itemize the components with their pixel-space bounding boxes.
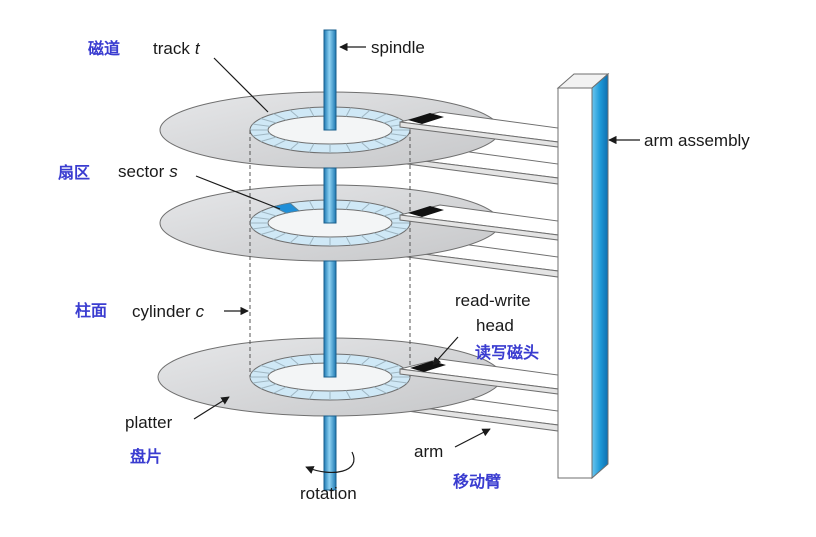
- platter-label-zh: 盘片: [130, 447, 162, 466]
- arm-assembly-label: arm assembly: [644, 131, 750, 150]
- track-segment-divider: [308, 390, 315, 400]
- track-segment-divider: [373, 206, 387, 214]
- track-segment-divider: [308, 236, 315, 246]
- track-segment-divider: [289, 141, 300, 151]
- track-segment-divider: [273, 139, 287, 147]
- track-segment-divider: [345, 143, 352, 153]
- track-segment-divider: [273, 232, 287, 240]
- track-segment-divider: [345, 107, 352, 117]
- track-segment-divider: [273, 386, 287, 394]
- track-segment-divider: [373, 232, 387, 240]
- track-segment-divider: [252, 216, 271, 220]
- spindle-segment: [323, 415, 337, 491]
- track-segment-divider: [360, 141, 371, 151]
- arm-upper-top: [399, 111, 559, 148]
- spindle-segment: [323, 260, 337, 378]
- track-segments: [250, 354, 410, 400]
- track-segment-divider: [389, 380, 408, 384]
- read-write-head-top: [408, 113, 444, 124]
- track-segment-divider: [383, 118, 400, 124]
- spindle-label: spindle: [371, 38, 425, 57]
- spindle-segment: [323, 167, 337, 224]
- track-segment-divider: [260, 365, 277, 371]
- track-segment-divider: [345, 390, 352, 400]
- track-segment-divider: [360, 109, 371, 119]
- track-label-zh: 磁道: [88, 39, 120, 58]
- track-segment-divider: [308, 143, 315, 153]
- spindle: [323, 29, 337, 491]
- track-segment-divider: [289, 388, 300, 398]
- track-segment-divider: [373, 360, 387, 368]
- track-segment-divider: [373, 113, 387, 121]
- track-segment-divider: [273, 113, 287, 121]
- head-label: head: [476, 316, 514, 335]
- rotation-label: rotation: [300, 484, 357, 503]
- track-segment-divider: [389, 133, 408, 137]
- upper-arms: [399, 111, 559, 395]
- track-segment-divider: [360, 234, 371, 244]
- head-arrow: [432, 336, 459, 366]
- track-segment-divider: [383, 136, 400, 142]
- track-segment-divider: [373, 139, 387, 147]
- track-segment-divider: [383, 383, 400, 389]
- arm-label-zh: 移动臂: [453, 472, 501, 491]
- arm-assembly-front: [557, 87, 593, 479]
- track-segment-divider: [289, 109, 300, 119]
- sector-leader: [195, 175, 281, 210]
- read-write-head-middle: [408, 206, 444, 217]
- read-write-head-label-zh: 读写磁头: [475, 343, 539, 362]
- leaders: [193, 42, 640, 474]
- track-segment-divider: [289, 356, 300, 366]
- track-segment-divider: [252, 380, 271, 384]
- arm-arrow: [454, 428, 491, 448]
- track-leader: [213, 57, 269, 113]
- track-segment-divider: [308, 107, 315, 117]
- track-segment-divider: [308, 200, 315, 210]
- track-segment-divider: [373, 386, 387, 394]
- arm-assembly: [556, 72, 610, 480]
- track-segment-divider: [252, 226, 271, 230]
- track-segment-divider: [260, 229, 277, 235]
- sector-highlight: [272, 202, 300, 214]
- track-segment-divider: [273, 360, 287, 368]
- platter-label: platter: [125, 413, 173, 432]
- cylinder-outline: [249, 130, 411, 377]
- track-segment-divider: [345, 236, 352, 246]
- track-segment-divider: [383, 211, 400, 217]
- arm-assembly-side: [591, 72, 609, 480]
- track-segment-divider: [360, 356, 371, 366]
- labels-zh: 磁道 扇区 柱面 读写磁头 盘片 移动臂: [58, 39, 539, 491]
- track-segment-divider: [308, 354, 315, 364]
- track-segments: [250, 107, 410, 153]
- track-segment-divider: [345, 354, 352, 364]
- track-segment-divider: [252, 370, 271, 374]
- track-segment-divider: [383, 365, 400, 371]
- track-segment-divider: [389, 226, 408, 230]
- track-segment-divider: [289, 234, 300, 244]
- arm-label: arm: [414, 442, 443, 461]
- track-segment-divider: [360, 202, 371, 212]
- sector-label-zh: 扇区: [58, 163, 90, 182]
- track-segment-divider: [360, 388, 371, 398]
- arm-upper-middle: [399, 204, 559, 241]
- track-segment-divider: [260, 118, 277, 124]
- platter-arrow: [193, 396, 230, 420]
- arm-upper-bottom: [399, 358, 559, 395]
- track-segment-divider: [260, 211, 277, 217]
- rotation-arrow: [305, 451, 355, 474]
- read-write-label: read-write: [455, 291, 531, 310]
- track-segment-divider: [260, 136, 277, 142]
- cylinder-label-zh: 柱面: [75, 301, 107, 320]
- track-segment-divider: [383, 229, 400, 235]
- track-segment-divider: [252, 123, 271, 127]
- spindle-segment: [323, 29, 337, 131]
- track-segment-divider: [260, 383, 277, 389]
- track-segment-divider: [252, 133, 271, 137]
- track-segment-divider: [345, 200, 352, 210]
